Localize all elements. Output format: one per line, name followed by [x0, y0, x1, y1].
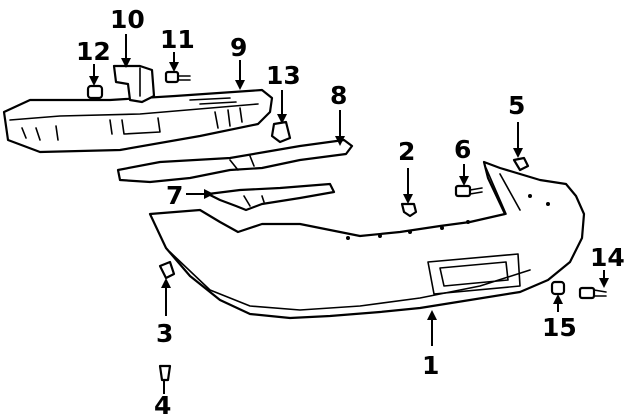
bumper-strip-part [116, 138, 354, 184]
clip-part-13 [270, 120, 292, 144]
bolt-part-14 [578, 286, 607, 300]
callout-labels: 1 2 3 4 5 6 7 8 9 10 11 12 13 14 15 [76, 5, 625, 420]
leader-lines [89, 34, 609, 394]
callout-4: 4 [154, 391, 171, 420]
callout-14: 14 [590, 243, 625, 272]
nut-part-5 [512, 156, 530, 172]
callout-11: 11 [160, 25, 195, 54]
clip-part-3 [158, 260, 176, 280]
callout-6: 6 [454, 135, 471, 164]
nut-part-15 [550, 280, 566, 296]
callout-7: 7 [166, 181, 183, 210]
bolt-part-6 [454, 184, 483, 198]
nut-part-12 [86, 84, 104, 100]
energy-absorber-part [2, 88, 274, 154]
callout-8: 8 [330, 81, 347, 110]
callout-3: 3 [156, 319, 173, 348]
bumper-cover-part [148, 160, 586, 320]
callout-9: 9 [230, 33, 247, 62]
callout-13: 13 [266, 61, 301, 90]
callout-10: 10 [110, 5, 145, 34]
callout-15: 15 [542, 313, 577, 342]
callout-1: 1 [422, 351, 439, 380]
mounting-bracket-part [112, 64, 156, 104]
callout-12: 12 [76, 37, 111, 66]
callout-5: 5 [508, 91, 525, 120]
clip-part-2 [400, 202, 418, 218]
screw-part-4 [158, 364, 172, 382]
bracket-part [206, 182, 336, 212]
callout-2: 2 [398, 137, 415, 166]
bolt-part-11 [164, 70, 191, 84]
